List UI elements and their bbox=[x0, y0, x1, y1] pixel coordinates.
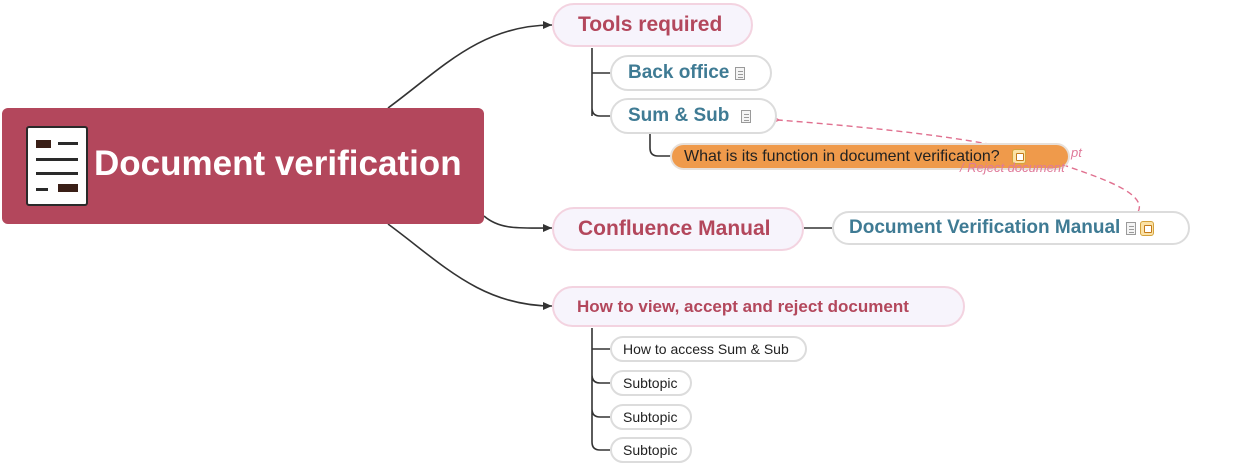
subtopic-1[interactable]: Subtopic bbox=[610, 370, 692, 396]
tree-sum-sub bbox=[649, 130, 672, 157]
central-topic-title: Document verification bbox=[94, 144, 462, 183]
topic-confluence-manual[interactable]: Confluence Manual bbox=[552, 207, 804, 251]
subtopic-label: How to access Sum & Sub bbox=[623, 341, 789, 357]
subtopic-label: Sum & Sub bbox=[628, 105, 730, 126]
topic-label: Confluence Manual bbox=[578, 217, 771, 240]
relationship-label-line2: / Reject document bbox=[960, 160, 1065, 175]
subtopic-2[interactable]: Subtopic bbox=[610, 404, 692, 430]
subtopic-label: Subtopic bbox=[623, 375, 678, 391]
tree-tools-required bbox=[591, 48, 612, 117]
link-tools-required bbox=[387, 21, 553, 109]
subtopic-how-to-access[interactable]: How to access Sum & Sub bbox=[610, 336, 807, 362]
link-confluence-manual bbox=[483, 215, 553, 233]
subtopic-3[interactable]: Subtopic bbox=[610, 437, 692, 463]
central-topic[interactable]: Document verification bbox=[2, 108, 484, 224]
subtopic-label: Subtopic bbox=[623, 442, 678, 458]
question-topic[interactable]: What is its function in document verific… bbox=[670, 143, 1070, 170]
question-label: What is its function in document verific… bbox=[684, 147, 1000, 165]
link-how-to-view bbox=[387, 223, 553, 310]
topic-label: How to view, accept and reject document bbox=[577, 296, 909, 316]
note-icon[interactable] bbox=[735, 66, 746, 80]
topic-label: Tools required bbox=[578, 13, 723, 36]
subtopic-label: Document Verification Manual bbox=[849, 217, 1121, 238]
subtopic-sum-sub[interactable]: Sum & Sub bbox=[610, 98, 777, 134]
document-icon bbox=[26, 126, 88, 206]
task-icon[interactable] bbox=[1011, 149, 1026, 164]
note-icon[interactable] bbox=[741, 109, 752, 123]
task-icon[interactable] bbox=[1140, 220, 1155, 236]
topic-how-to-view[interactable]: How to view, accept and reject document bbox=[552, 286, 965, 327]
tree-how-to-view bbox=[591, 328, 610, 451]
subtopic-document-verification-manual[interactable]: Document Verification Manual bbox=[832, 211, 1190, 245]
relationship-label-line1: pt bbox=[1071, 145, 1082, 160]
subtopic-label: Subtopic bbox=[623, 409, 678, 425]
note-icon[interactable] bbox=[1126, 221, 1137, 235]
topic-tools-required[interactable]: Tools required bbox=[552, 3, 753, 47]
subtopic-back-office[interactable]: Back office bbox=[610, 55, 772, 91]
subtopic-label: Back office bbox=[628, 62, 730, 83]
